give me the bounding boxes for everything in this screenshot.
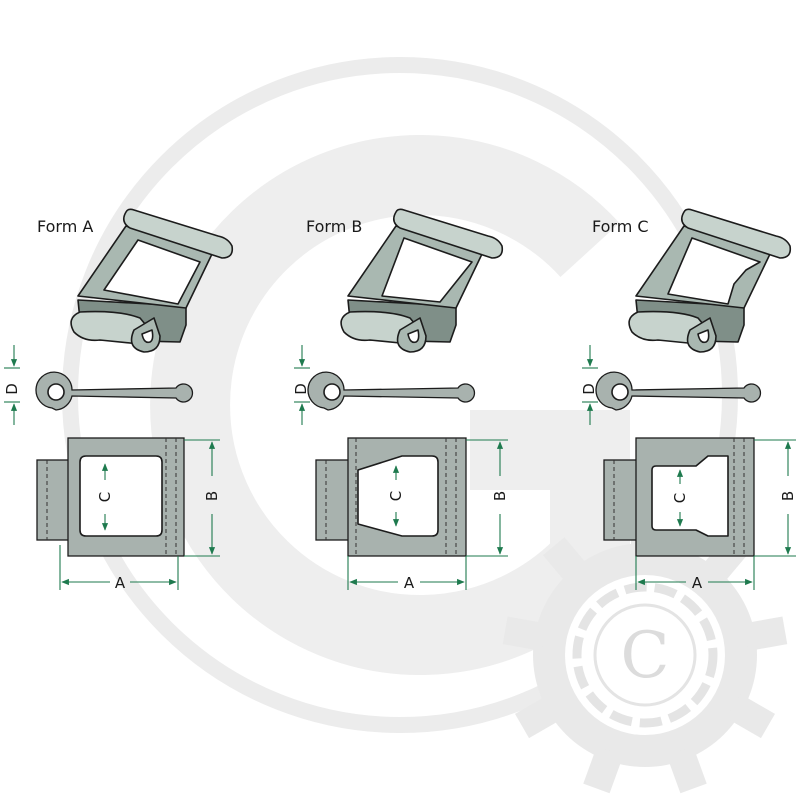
form-c-profile: D — [580, 345, 762, 425]
watermark: C — [62, 57, 788, 794]
form-b-dim-c: C — [387, 491, 405, 501]
form-c: Form C D C — [580, 208, 797, 592]
form-a-title: Form A — [37, 217, 93, 236]
form-b-dim-d: D — [292, 383, 310, 395]
form-a: Form A D — [3, 208, 234, 592]
form-b-dim-b: B — [491, 491, 509, 501]
form-c-dim-a: A — [692, 574, 703, 592]
form-a-dim-b: B — [203, 491, 221, 501]
form-b-title: Form B — [306, 217, 362, 236]
form-c-title: Form C — [592, 217, 649, 236]
watermark-g-shape — [150, 135, 630, 675]
form-c-flat-view: C B A — [603, 437, 797, 592]
form-b-clip-3d — [340, 208, 504, 353]
form-b-dim-a: A — [404, 574, 415, 592]
form-a-profile: D — [3, 345, 194, 425]
watermark-gear-icon: C — [502, 513, 788, 794]
form-c-dim-b: B — [779, 491, 797, 501]
form-a-clip-3d — [70, 208, 234, 353]
watermark-letter: C — [621, 619, 670, 693]
form-b: Form B D — [292, 208, 509, 592]
form-c-clip-3d — [628, 208, 792, 353]
form-a-flat-view: C B A — [36, 437, 221, 592]
form-a-dim-d: D — [3, 383, 21, 395]
form-a-dim-a: A — [115, 574, 126, 592]
form-c-dim-c: C — [671, 493, 689, 503]
form-c-dim-d: D — [580, 383, 598, 395]
form-a-dim-c: C — [96, 492, 114, 502]
form-b-profile: D — [292, 345, 476, 425]
form-b-flat-view: C B A — [315, 437, 509, 592]
